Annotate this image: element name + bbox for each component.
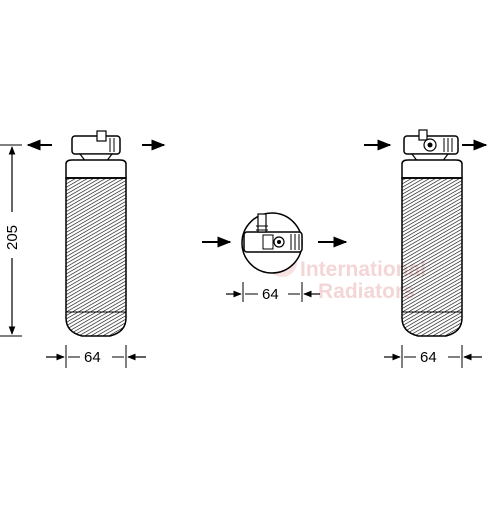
drier-right-body	[401, 159, 463, 337]
drier-left: 205 64	[0, 130, 166, 368]
watermark-line2: Radiators	[318, 280, 415, 303]
drier-top-view: 64	[202, 212, 348, 303]
height-dimension-label: 205	[4, 225, 21, 250]
width-dimension-left: 64	[46, 345, 146, 368]
width-dimension-right-label: 64	[420, 349, 437, 366]
drier-right-head	[403, 129, 459, 163]
width-dimension-center-label: 64	[262, 286, 279, 303]
width-dimension-left-label: 64	[84, 349, 101, 366]
width-dimension-right: 64	[384, 345, 482, 368]
height-dimension: 205	[0, 144, 22, 337]
drier-right: 64	[364, 129, 488, 368]
width-dimension-center: 64	[226, 282, 320, 303]
watermark-line1: International	[300, 258, 426, 281]
drier-left-body	[65, 159, 127, 337]
drier-left-head	[71, 130, 121, 163]
